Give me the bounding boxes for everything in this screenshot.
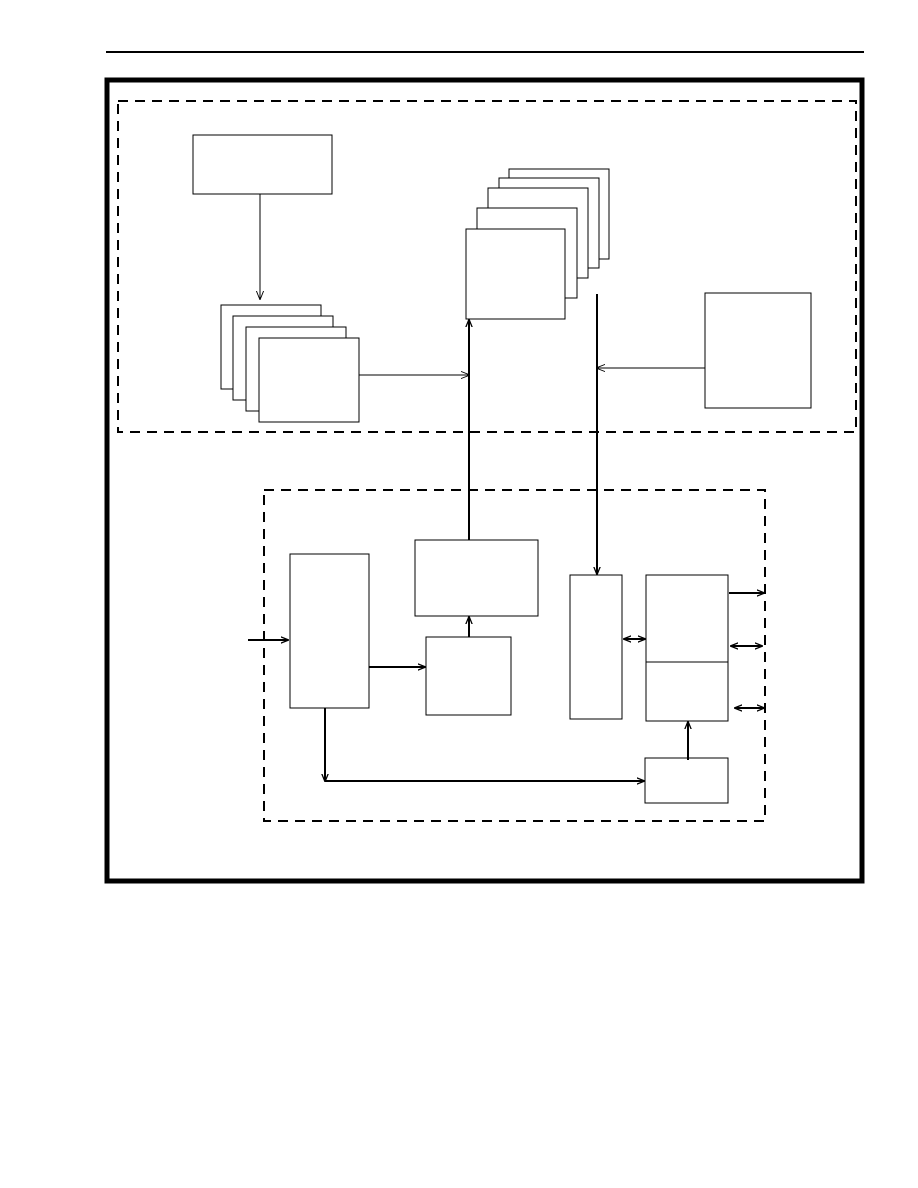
tall-left-block bbox=[289, 553, 370, 709]
split-block bbox=[645, 574, 729, 722]
outer-frame bbox=[104, 77, 865, 884]
center-stack-layer-1 bbox=[465, 228, 566, 320]
right-box bbox=[704, 292, 812, 409]
center-stack bbox=[465, 168, 610, 320]
top-source-box bbox=[192, 134, 333, 195]
narrow-block bbox=[569, 574, 623, 720]
bottom-right-block bbox=[644, 757, 729, 804]
lower-group-boundary bbox=[263, 489, 766, 822]
left-stack bbox=[220, 304, 360, 423]
left-stack-layer-1 bbox=[258, 337, 360, 423]
lower-center-block bbox=[425, 636, 512, 716]
upper-group-boundary bbox=[117, 100, 857, 433]
upper-center-block bbox=[414, 539, 539, 617]
